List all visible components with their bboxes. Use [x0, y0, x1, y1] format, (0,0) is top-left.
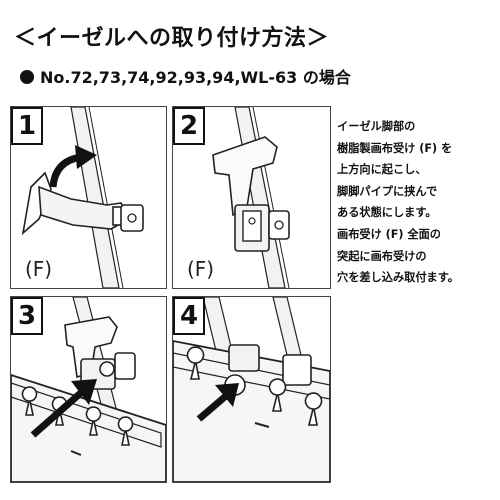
step-number: 3	[11, 297, 43, 335]
instruction-line: ある状態にします。	[337, 206, 437, 220]
bracket-label: (F)	[187, 257, 215, 281]
instruction-text: イーゼル脚部の 樹脂製画布受け (F) を 上方向に起こし、 脚脚パイプに挟んで…	[337, 116, 497, 289]
model-list: No.72,73,74,92,93,94,WL-63 の場合	[40, 68, 351, 87]
step-number: 1	[11, 107, 43, 145]
step-4-panel: 4	[172, 296, 331, 483]
step-3-illustration	[11, 297, 166, 482]
instruction-line: 突起に画布受けの	[337, 249, 427, 263]
instruction-line: 上方向に起こし、	[337, 163, 427, 177]
bullet-icon	[20, 70, 34, 84]
step-1-panel: 1 (F)	[10, 106, 167, 289]
instruction-line: 穴を差し込み取付ます。	[337, 271, 459, 285]
step-4-illustration	[173, 297, 330, 482]
step-number: 2	[173, 107, 205, 145]
bracket-label: (F)	[25, 257, 53, 281]
instruction-line: 画布受け (F) 全面の	[337, 227, 441, 241]
step-2-panel: 2 (F)	[172, 106, 331, 289]
page-title: ＜イーゼルへの取り付け方法＞	[14, 26, 330, 51]
instruction-line: 脚脚パイプに挟んで	[337, 184, 438, 198]
step-3-panel: 3	[10, 296, 167, 483]
instruction-line: イーゼル脚部の	[337, 120, 416, 133]
model-subtitle: No.72,73,74,92,93,94,WL-63 の場合	[20, 64, 351, 88]
step-2-illustration	[212, 107, 290, 288]
step-1-illustration	[21, 107, 144, 288]
step-number: 4	[173, 297, 205, 335]
instruction-line: 樹脂製画布受け (F) を	[337, 141, 453, 155]
